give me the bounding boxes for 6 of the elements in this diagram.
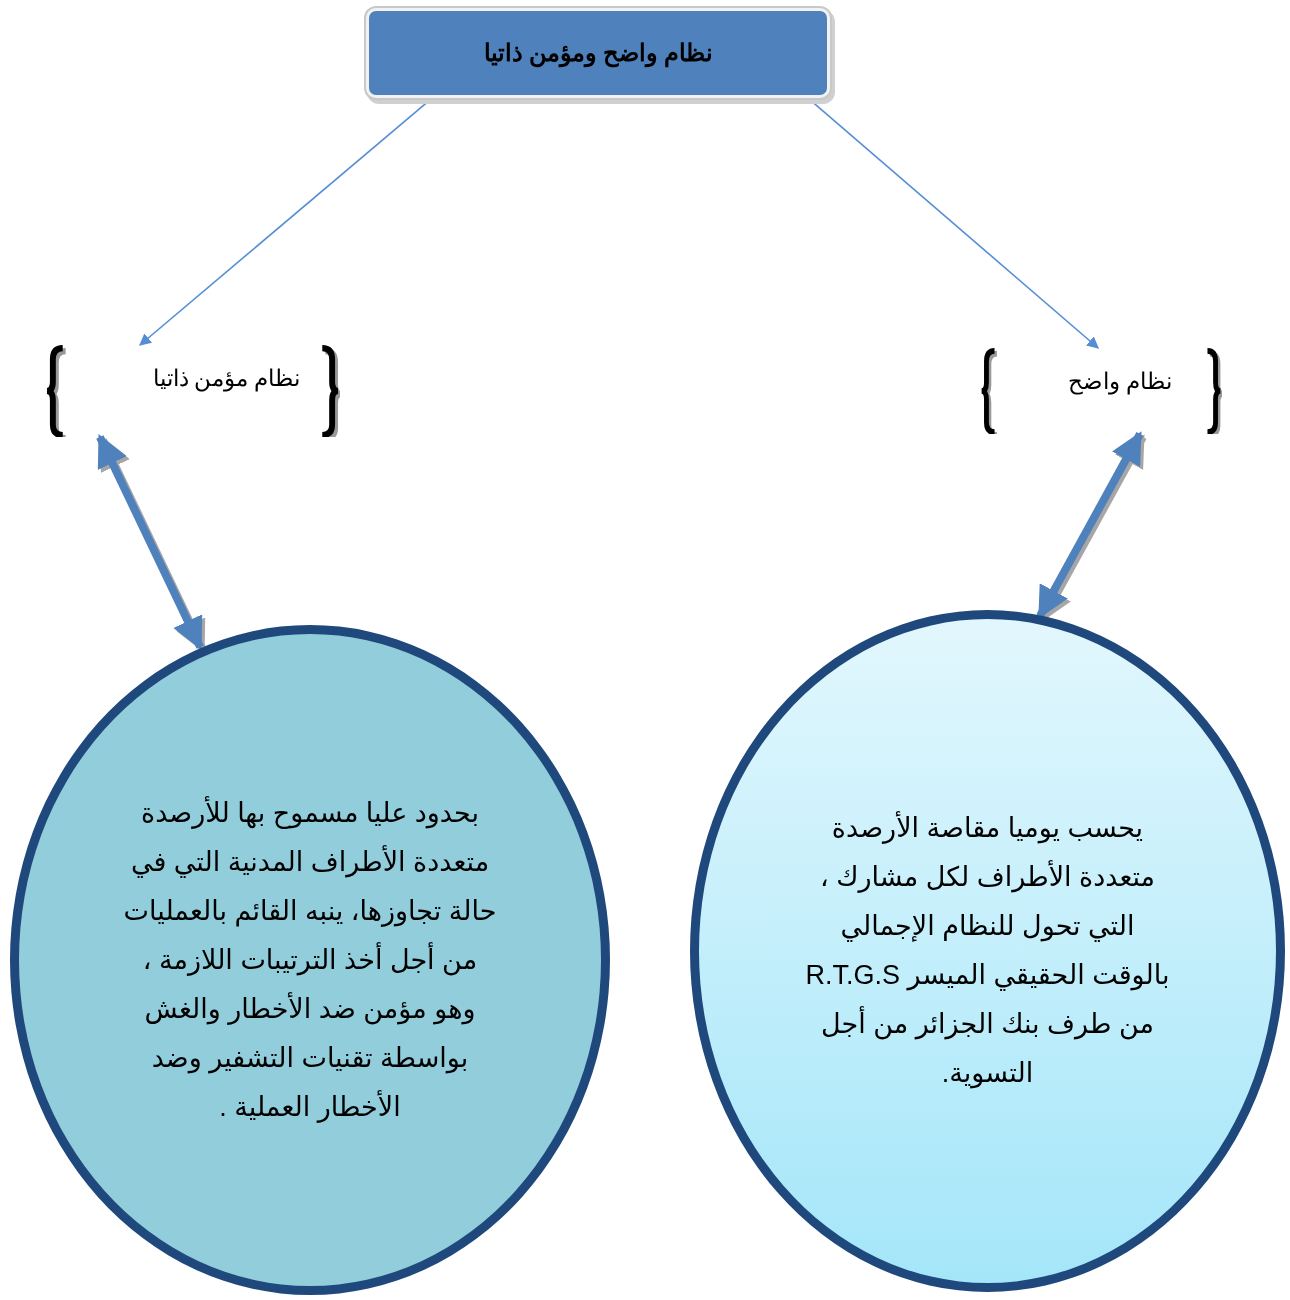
bracketed-label: نظام واضح (980, 348, 1222, 434)
double-arrow (96, 434, 204, 650)
bracketed-label: نظام مؤمن ذاتيا (45, 345, 340, 437)
oval: بحدود عليا مسموح بها للأرصدة متعددة الأطراف المدنية التي في حالة تجاوزها، ينبه القائم بالعمليات من أجل أخذ الترتيبات اللازمة ، وهو مؤمن ضد الأخطار والغش بواسطة تقنيات التشفير وضد الأخطار العملية . (10, 625, 610, 1295)
double-arrow (1036, 431, 1144, 619)
oval: يحسب يوميا مقاصة الأرصدة متعددة الأطراف لكل مشارك ، التي تحول للنظام الإجمالي بالوقت الحقيقي الميسر R.T.G.S من طرف بنك الجزائر من أجل التسوية. (690, 610, 1285, 1292)
